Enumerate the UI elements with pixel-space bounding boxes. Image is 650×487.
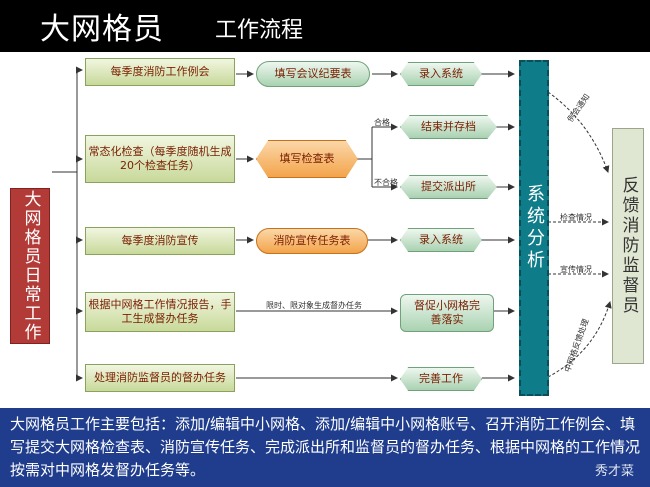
label-fail: 不合格 — [374, 178, 398, 187]
task-report: 根据中网格工作情况报告，手工生成督办任务 — [85, 292, 235, 332]
form-meeting-minutes: 填写会议纪要表 — [256, 61, 370, 87]
title-bar: 大网格员 工作流程 — [0, 0, 650, 52]
task-meeting: 每季度消防工作例会 — [85, 58, 235, 86]
task-supervise: 处理消防监督员的督办任务 — [85, 364, 235, 392]
result-archive: 结束并存档 — [400, 115, 497, 139]
connector-lines — [52, 66, 612, 382]
task-routine-check: 常态化检查（每季度随机生成20个检查任务） — [85, 135, 235, 183]
label-pass: 合格 — [374, 118, 390, 127]
label-deadline: 限时、限对象生成督办任务 — [266, 301, 362, 310]
result-submit-police: 提交派出所 — [400, 175, 497, 199]
page-title: 大网格员 — [40, 12, 164, 47]
summary-text: 大网格员工作主要包括：添加/编辑中小网格、添加/编辑中小网格账号、召开消防工作例… — [10, 415, 641, 479]
task-propaganda: 每季度消防宣传 — [85, 227, 235, 255]
feedback-supervisor-box: 反馈消防监督员 — [612, 128, 644, 364]
form-propaganda-task: 消防宣传任务表 — [256, 228, 368, 254]
label-propaganda-status: 宣传情况 — [560, 265, 592, 274]
label-check-status: 检查情况 — [560, 213, 592, 222]
daily-work-box: 大网格员日常工作 — [10, 188, 50, 344]
form-check-sheet: 填写检查表 — [256, 140, 358, 178]
result-supervise-small-grid: 督促小网格完善落实 — [400, 294, 494, 332]
result-entry-1: 录入系统 — [400, 62, 482, 86]
result-entry-2: 录入系统 — [400, 228, 482, 252]
page-subtitle: 工作流程 — [215, 18, 304, 43]
result-complete-work: 完善工作 — [400, 367, 482, 391]
watermark: 秀才菜 — [594, 464, 634, 479]
summary-bar: 大网格员工作主要包括：添加/编辑中小网格、添加/编辑中小网格账号、召开消防工作例… — [0, 408, 650, 487]
system-analysis-box: 系统分析 — [519, 60, 549, 396]
